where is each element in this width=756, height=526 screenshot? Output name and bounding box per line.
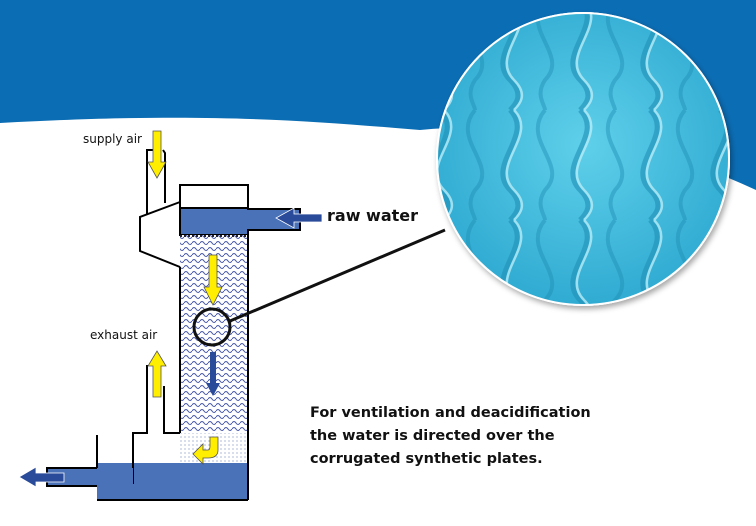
water-down-arrow [206, 352, 220, 396]
exhaust-air-arrow [147, 350, 167, 398]
caption-line: corrugated synthetic plates. [310, 451, 543, 467]
supply-air-arrow [147, 130, 167, 179]
caption-line: the water is directed over the [310, 428, 555, 444]
outlet-arrow [18, 466, 65, 488]
supply-air-label: supply air [83, 132, 142, 146]
exhaust-air-label: exhaust air [90, 328, 158, 342]
detail-pointer-line [229, 228, 446, 323]
column-top-box [179, 184, 249, 210]
raw-water-arrow [275, 207, 323, 229]
air-turn-arrow [192, 436, 219, 465]
detail-marker-circle [192, 307, 232, 347]
caption-line: For ventilation and deacidification [310, 405, 591, 421]
raw-water-label: raw water [327, 206, 419, 225]
caption: For ventilation and deacidification the … [310, 402, 591, 471]
sump-water [97, 463, 248, 500]
exhaust-air-duct [132, 365, 180, 484]
air-down-arrow [203, 254, 223, 306]
